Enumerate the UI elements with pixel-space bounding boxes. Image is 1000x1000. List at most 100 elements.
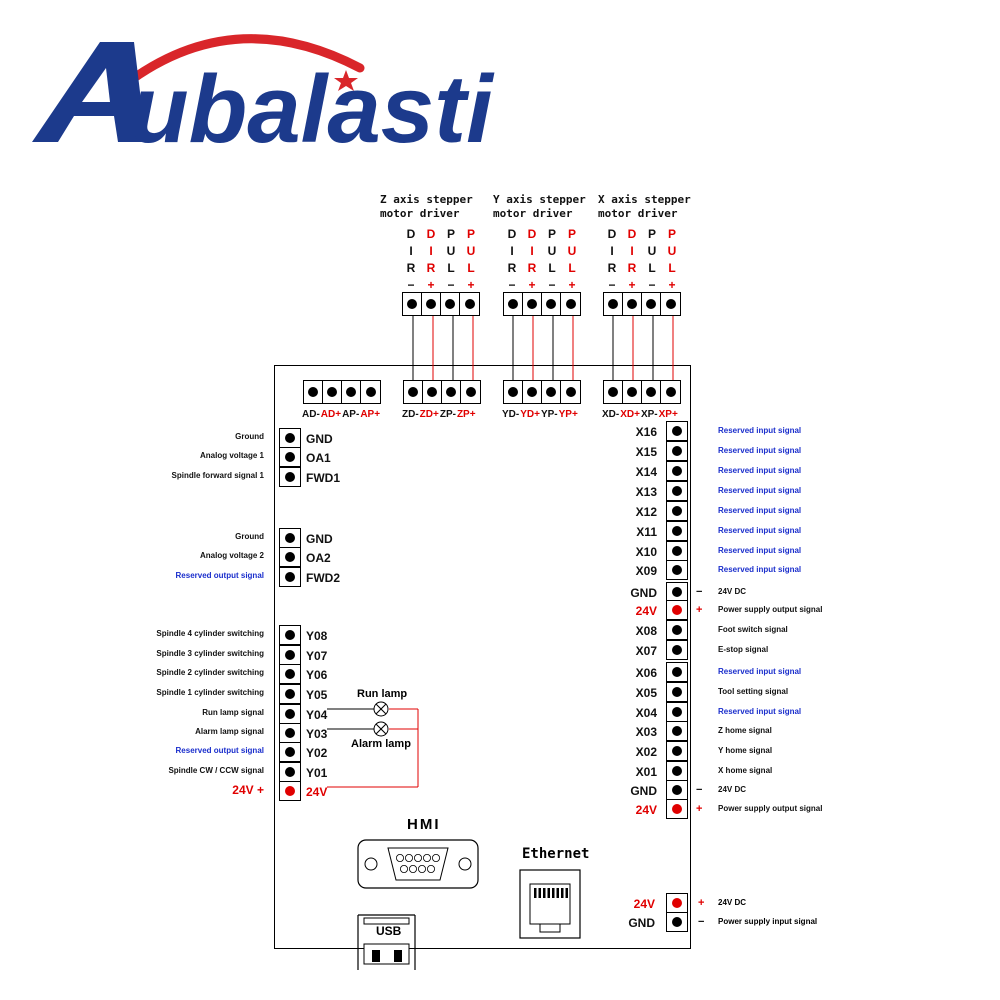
right-terminal-24v [666, 600, 688, 620]
screw-dot-icon [285, 452, 295, 462]
controller-board [274, 365, 691, 949]
terminal-screw [342, 381, 361, 403]
screw-dot-icon [308, 387, 318, 397]
terminal-pin-label: ZD+ [419, 409, 439, 420]
pin-letter: U [446, 244, 456, 258]
screw-dot-icon [672, 898, 682, 908]
screw-dot-icon [527, 387, 537, 397]
screw-dot-icon [565, 387, 576, 397]
left-terminal-y07 [279, 645, 301, 665]
y-driver-terminal [503, 292, 581, 316]
left-signal-label: Spindle CW / CCW signal [168, 766, 264, 775]
right-pin-name: X06 [635, 666, 657, 680]
x-driver-terminal [603, 292, 681, 316]
right-signal-label: Reserved input signal [718, 466, 802, 475]
right-terminal-x01 [666, 761, 688, 781]
terminal-screw [604, 293, 623, 315]
pin-letter: P [466, 227, 475, 241]
right-pin-name: X03 [635, 725, 657, 739]
left-signal-label: Analog voltage 2 [199, 551, 264, 560]
screw-dot-icon [672, 446, 682, 456]
screw-dot-icon [285, 650, 295, 660]
pin-letter: U [466, 244, 476, 258]
pin-letter: − [608, 278, 616, 292]
left-pin-name: Y06 [306, 668, 328, 682]
pin-letter: L [447, 261, 455, 275]
screw-dot-icon [365, 387, 376, 397]
screw-dot-icon [672, 486, 682, 496]
a-axis-board-terminal [303, 380, 381, 404]
terminal-screw [403, 293, 422, 315]
terminal-screw [523, 293, 542, 315]
right-pin-name: X07 [635, 644, 657, 658]
screw-dot-icon [627, 299, 637, 309]
screw-dot-icon [327, 387, 337, 397]
polarity-mark: + [696, 604, 703, 616]
screw-dot-icon [464, 299, 475, 309]
pin-letter: D [507, 227, 517, 241]
right-terminal-24v [666, 799, 688, 819]
pin-letter: − [648, 278, 656, 292]
aubalasti-logo: ubalasti [32, 34, 495, 160]
terminal-screw [661, 293, 680, 315]
right-signal-label: Reserved input signal [718, 486, 802, 495]
right-signal-label: Reserved input signal [718, 565, 802, 574]
right-pin-name: X04 [635, 706, 657, 720]
polarity-mark: − [696, 586, 703, 598]
pin-letter: D [426, 227, 436, 241]
a-terminal-labels: AD-AD+AP-AP+ [302, 409, 381, 420]
polarity-mark: − [698, 916, 705, 928]
power-signal-label: Power supply input signal [718, 917, 818, 926]
screw-dot-icon [672, 746, 682, 756]
screw-dot-icon [672, 667, 682, 677]
hmi-label: HMI [407, 816, 441, 833]
terminal-screw [542, 293, 561, 315]
pin-letter: D [527, 227, 537, 241]
left-terminal-gnd [279, 528, 301, 548]
screw-dot-icon [608, 299, 618, 309]
right-terminal-x06 [666, 662, 688, 682]
pin-letter: − [508, 278, 516, 292]
pin-letter: + [568, 278, 576, 292]
pin-letter: P [446, 227, 455, 241]
left-pin-name: Y08 [306, 629, 328, 643]
y-driver-title: Y axis stepper motor driver [493, 193, 586, 220]
pin-letter: L [668, 261, 676, 275]
z-driver-title: Z axis stepper motor driver [380, 193, 473, 220]
terminal-pin-label: AD+ [320, 409, 342, 420]
left-pin-name: Y02 [306, 746, 328, 760]
terminal-pin-label: ZP+ [456, 409, 476, 420]
pin-letter: U [567, 244, 577, 258]
pin-letter: L [467, 261, 475, 275]
pin-letter: I [610, 244, 614, 258]
left-pin-name: FWD1 [306, 471, 340, 485]
z-terminal-labels: ZD-ZD+ZP-ZP+ [402, 409, 477, 420]
screw-dot-icon [285, 552, 295, 562]
right-pin-name: X02 [635, 745, 657, 759]
right-terminal-x03 [666, 721, 688, 741]
screw-dot-icon [426, 299, 436, 309]
x-axis-board-terminal [603, 380, 681, 404]
right-terminal-gnd [666, 582, 688, 602]
screw-dot-icon [672, 466, 682, 476]
terminal-screw [442, 381, 461, 403]
screw-dot-icon [427, 387, 437, 397]
usb-label: USB [376, 924, 402, 938]
right-signal-label: Reserved input signal [718, 506, 802, 515]
screw-dot-icon [672, 506, 682, 516]
left-pin-name: GND [306, 432, 333, 446]
screw-dot-icon [672, 785, 682, 795]
left-signal-label: Spindle 2 cylinder switching [156, 668, 264, 677]
pin-letter: R [426, 261, 436, 275]
left-signal-label: Analog voltage 1 [199, 451, 264, 460]
left-signal-label: Reserved output signal [175, 571, 264, 580]
left-signal-label: 24V + [232, 783, 264, 797]
right-signal-label: X home signal [718, 766, 773, 775]
power-terminal-24v [666, 893, 688, 913]
right-signal-label: Power supply output signal [718, 605, 823, 614]
